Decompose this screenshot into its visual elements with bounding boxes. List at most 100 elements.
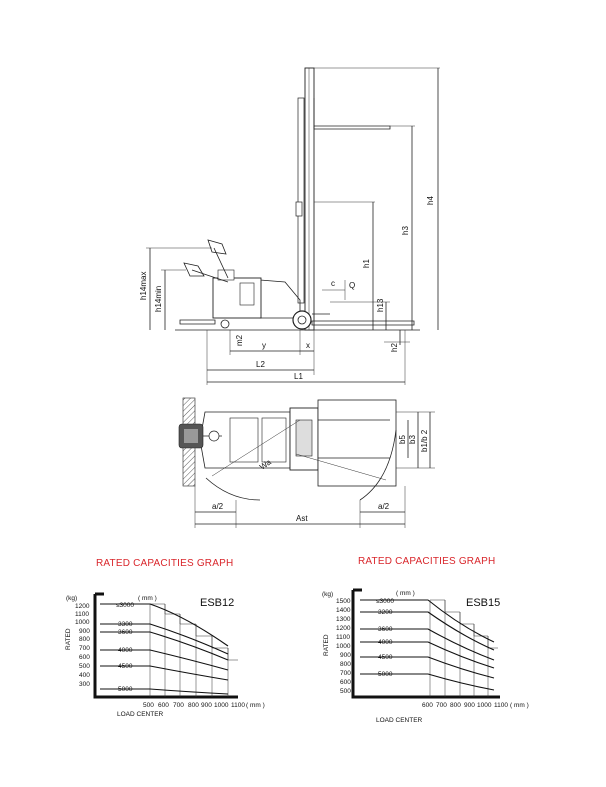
lift-height: 5000 <box>118 686 133 693</box>
label-b1b2: b1/b 2 <box>420 429 429 452</box>
label-b3: b3 <box>408 435 417 444</box>
lift-height-labels-esb15: ≤3000 3200 3600 4000 4500 5000 <box>376 598 394 678</box>
y-tick: 1000 <box>336 643 351 650</box>
lift-height: 3600 <box>378 626 393 633</box>
model-label-esb12: ESB12 <box>200 597 234 609</box>
curve-3200 <box>360 611 495 651</box>
lift-height: 4000 <box>118 647 133 654</box>
x-tick: 1100 <box>231 702 245 709</box>
x-tick: 700 <box>173 702 184 709</box>
x-ticks-esb15: 600 700 800 900 1000 1100 ( mm ) <box>422 702 529 709</box>
label-h2: h2 <box>390 343 399 352</box>
y-tick: 1400 <box>336 607 351 614</box>
rated-label-esb15: RATED <box>323 634 330 656</box>
x-tick: 600 <box>422 702 433 709</box>
label-m2: m2 <box>235 334 244 346</box>
tiller-head-lower <box>183 262 205 277</box>
platform <box>179 319 216 325</box>
tiller-head-upper <box>207 239 227 255</box>
y-tick: 500 <box>340 688 351 695</box>
curve-3000 <box>100 603 229 647</box>
lift-height: ≤3000 <box>116 602 134 609</box>
unit-kg-esb12: (kg) <box>66 595 77 602</box>
label-h14min: h14min <box>154 286 163 312</box>
y-tick: 1200 <box>336 625 351 632</box>
y-tick: 600 <box>340 679 351 686</box>
x-tick: 600 <box>158 702 169 709</box>
model-label-esb15: ESB15 <box>466 597 500 609</box>
lift-height: 4000 <box>378 639 393 646</box>
side-view: h4 h3 h1 h13 h2 c Q h14max h14min m2 y x… <box>139 67 440 385</box>
raised-fork <box>313 125 391 130</box>
x-tick: 700 <box>436 702 447 709</box>
x-ticks-esb12: 500 600 700 800 900 1000 1100 ( mm ) <box>143 702 265 709</box>
label-h1: h1 <box>362 259 371 268</box>
curves-esb12 <box>100 603 229 695</box>
y-tick: 1000 <box>75 619 90 626</box>
y-tick: 600 <box>79 654 90 661</box>
unit-kg-esb15: (kg) <box>322 591 333 598</box>
x-tick: 1000 <box>477 702 492 709</box>
label-c: c <box>331 279 335 288</box>
label-b5: b5 <box>398 435 407 444</box>
y-tick: 1100 <box>336 634 350 641</box>
label-L1: L1 <box>294 372 303 381</box>
y-tick: 800 <box>79 636 90 643</box>
x-label-esb12: LOAD CENTER <box>117 711 164 718</box>
graph-title-esb12: RATED CAPACITIES GRAPH <box>96 558 233 569</box>
graph-esb12: RATED CAPACITIES GRAPH ESB12 (kg) RATED … <box>65 558 265 718</box>
truck-body <box>259 279 301 319</box>
tiller-arm-lower <box>191 269 229 283</box>
curve-4500 <box>100 665 229 681</box>
inner-mast <box>297 97 305 304</box>
y-tick: 1100 <box>75 611 89 618</box>
y-tick: 900 <box>79 628 90 635</box>
mast <box>304 67 315 331</box>
turn-arc-right <box>359 429 397 501</box>
label-q: Q <box>349 281 355 290</box>
y-tick: 700 <box>79 645 90 652</box>
height-unit-esb15: ( mm ) <box>396 590 415 597</box>
lift-height: 5000 <box>378 671 393 678</box>
x-tick: 900 <box>201 702 212 709</box>
pallet-outline <box>317 399 397 487</box>
lift-height: 3300 <box>118 621 133 628</box>
label-a2-left: a/2 <box>212 502 224 511</box>
height-unit-esb12: ( mm ) <box>138 595 157 602</box>
curve-3600 <box>360 628 495 661</box>
curve-4500 <box>360 656 495 679</box>
y-tick: 800 <box>340 661 351 668</box>
y-ticks-esb12: 1200 1100 1000 900 800 700 600 500 400 3… <box>75 603 90 688</box>
label-h3: h3 <box>401 226 410 235</box>
label-h13: h13 <box>376 298 385 312</box>
rated-label-esb12: RATED <box>65 628 72 650</box>
lift-height: 3200 <box>378 609 393 616</box>
curve-5000 <box>360 673 495 691</box>
x-tick: 1000 <box>214 702 229 709</box>
lift-height-labels-esb12: ≤3000 3300 3600 4000 4500 5000 <box>116 602 134 693</box>
curve-5000 <box>100 688 229 695</box>
x-tick: 500 <box>143 702 154 709</box>
graph-esb15: RATED CAPACITIES GRAPH ESB15 (kg) RATED … <box>322 556 529 724</box>
label-x: x <box>306 341 310 350</box>
y-tick: 700 <box>340 670 351 677</box>
y-tick: 400 <box>79 672 90 679</box>
label-h4: h4 <box>426 196 435 205</box>
lift-height: 3600 <box>118 629 133 636</box>
curve-3600 <box>100 631 229 661</box>
lower-fork <box>311 320 415 326</box>
x-label-esb15: LOAD CENTER <box>376 717 423 724</box>
curve-3300 <box>100 623 229 655</box>
x-tick: 900 <box>464 702 475 709</box>
y-tick: 1500 <box>336 598 351 605</box>
curve-3000 <box>360 599 495 643</box>
axes-esb12 <box>93 594 238 699</box>
curve-4000 <box>360 641 495 669</box>
label-y: y <box>262 341 266 350</box>
x-tick: 800 <box>450 702 461 709</box>
y-tick: 300 <box>79 681 90 688</box>
label-L2: L2 <box>256 360 265 369</box>
label-h14max: h14max <box>139 272 148 300</box>
top-view: Wa b5 b3 b1/b 2 a/2 a/2 Ast <box>178 397 435 528</box>
